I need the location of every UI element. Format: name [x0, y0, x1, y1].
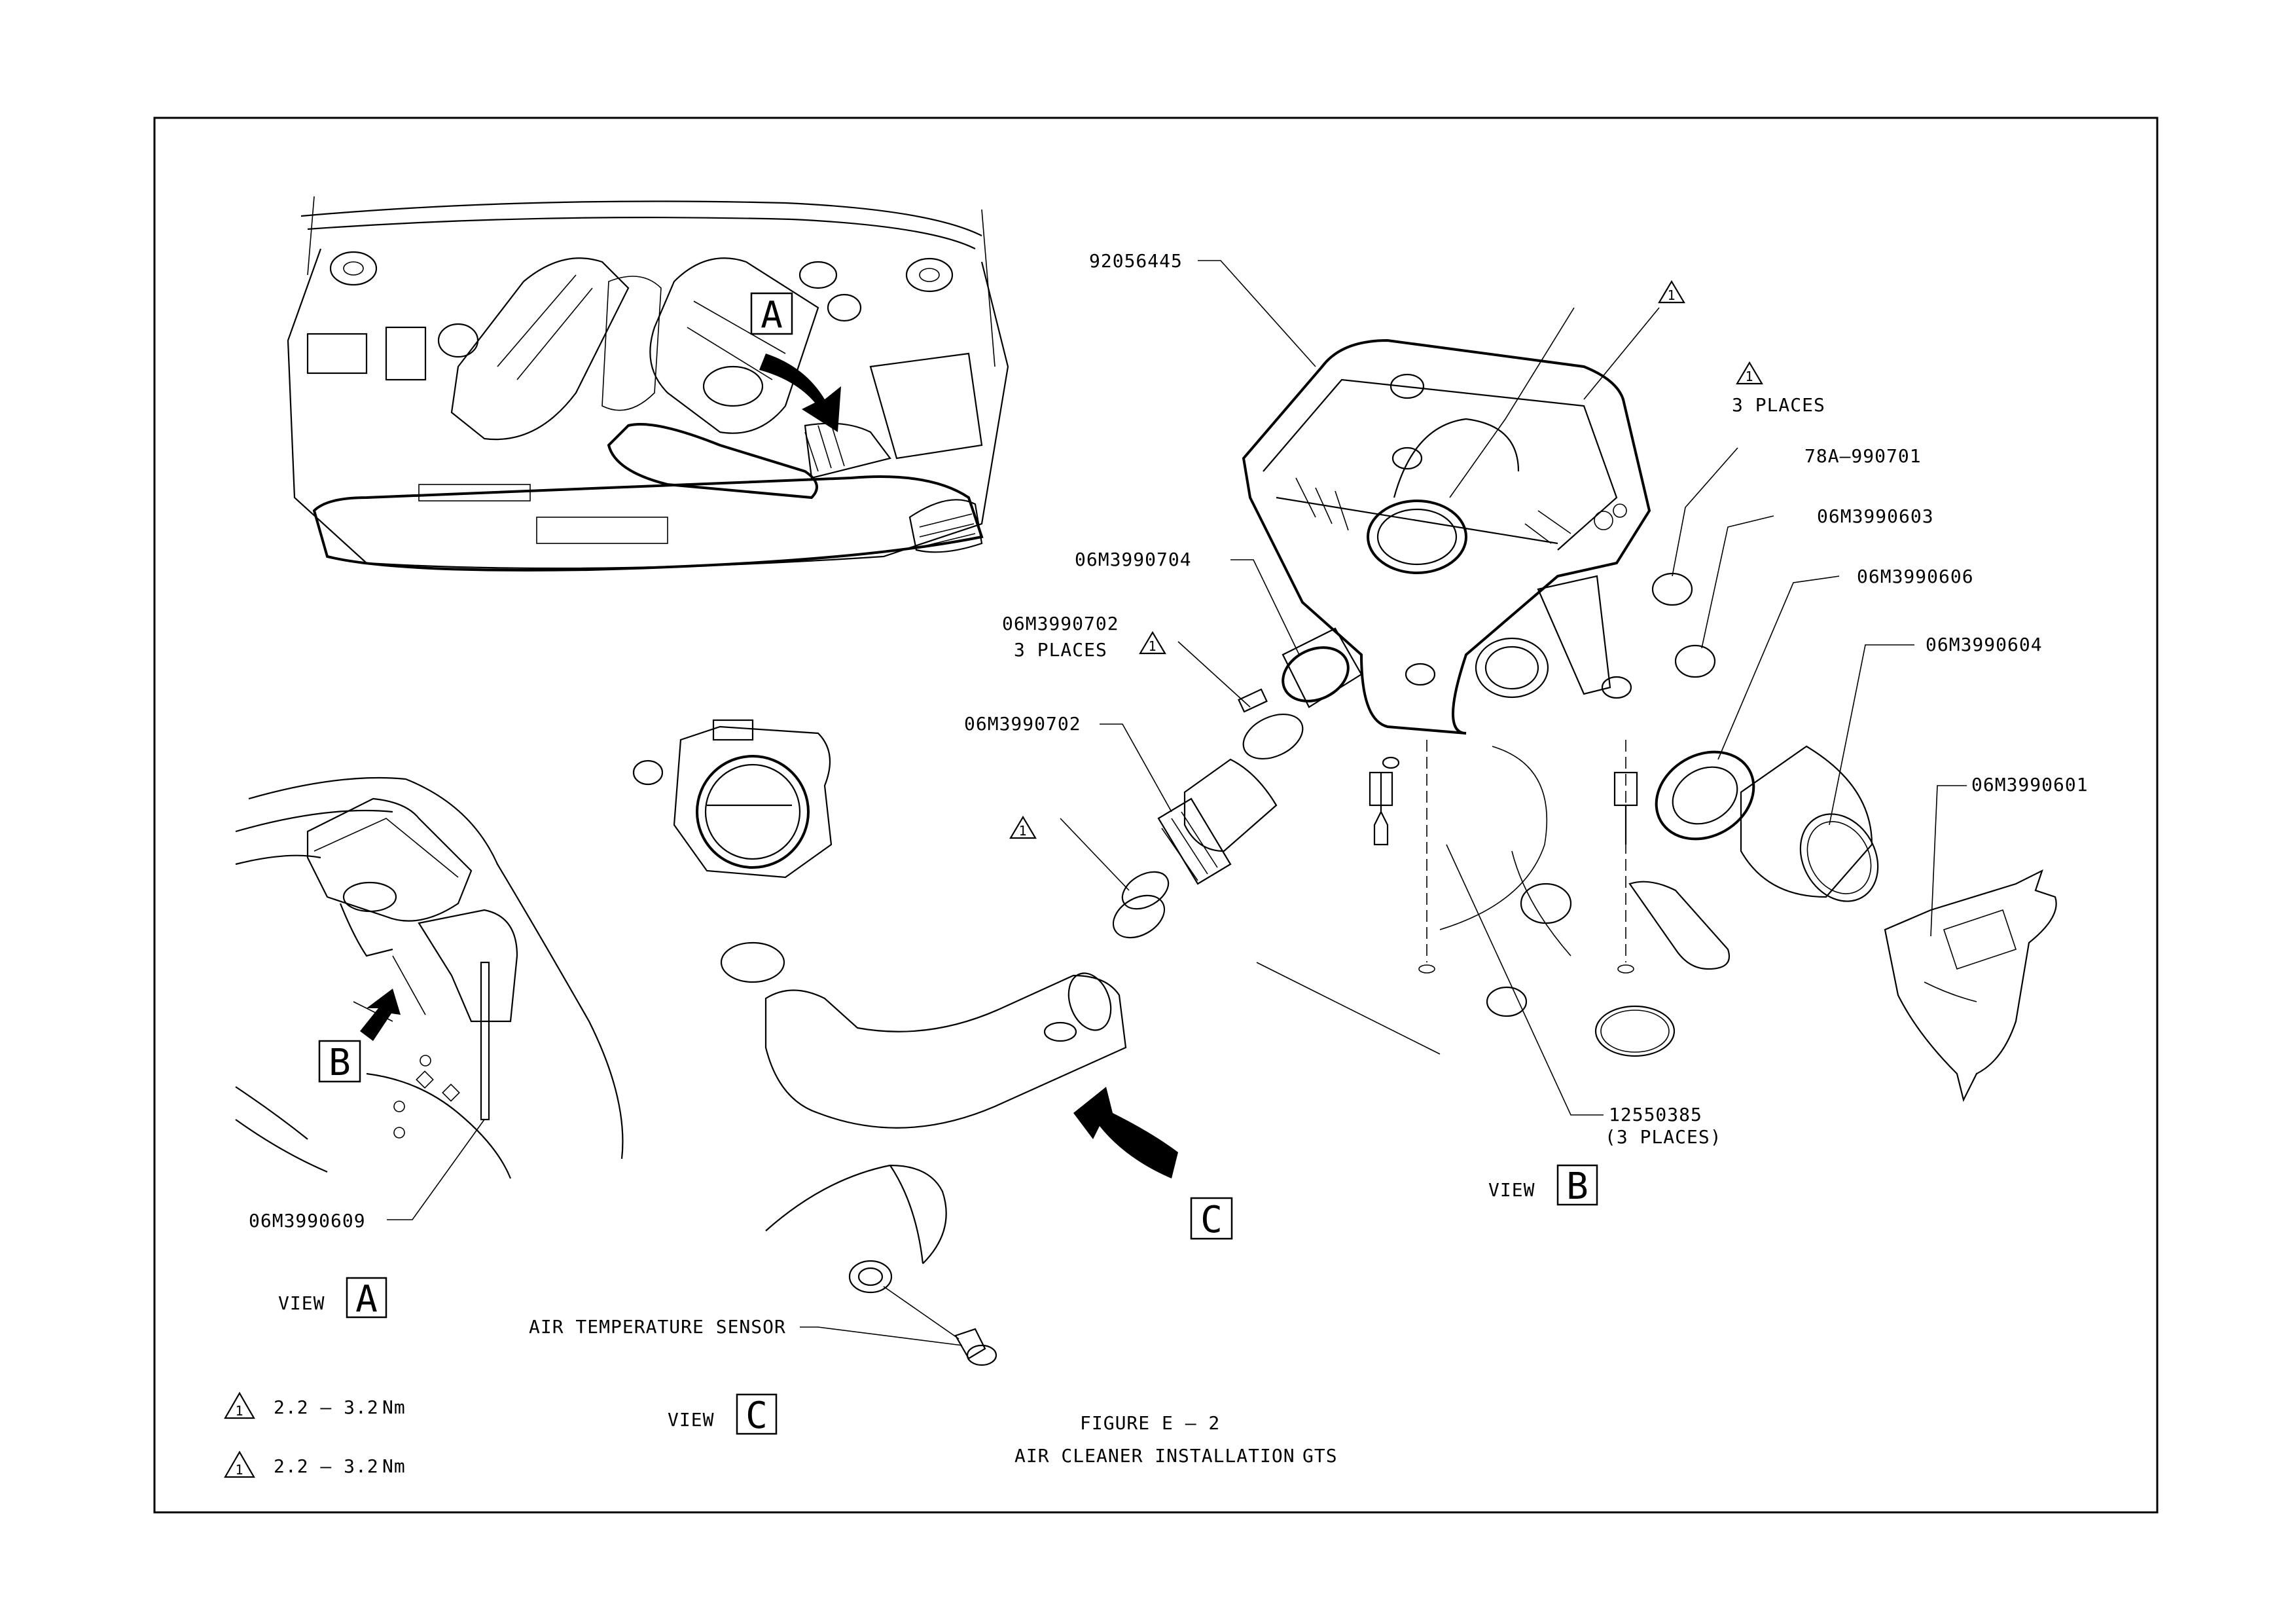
- torque-triangle-top-number: 1: [1667, 287, 1676, 303]
- torque-triangle-lower-number: 1: [1018, 823, 1027, 839]
- bolt-illustration: [1370, 740, 1637, 973]
- view-a-label: VIEW: [278, 1292, 325, 1314]
- seal-ring-illustration: [1640, 735, 1769, 856]
- view-b-fender-illustration: [236, 778, 622, 1178]
- plug-1-part-number: 78A–990701: [1804, 445, 1922, 467]
- bellows-illustration: [1106, 759, 1276, 946]
- bolt-places-note: (3 PLACES): [1605, 1126, 1722, 1148]
- drawing-border: [154, 118, 2157, 1512]
- figure-title: AIR CLEANER INSTALLATION: [1014, 1445, 1295, 1467]
- coupling-illustration: [1236, 629, 1361, 767]
- view-c-marker-letter: C: [1200, 1199, 1223, 1241]
- view-a-marker-letter: A: [761, 294, 783, 337]
- torque-note-2-unit: Nm: [382, 1455, 406, 1477]
- torque-triangle-clamp-number: 1: [1148, 638, 1157, 654]
- torque-note-2-value: 2.2 – 3.2: [274, 1455, 379, 1477]
- view-c-caption-letter: C: [745, 1395, 768, 1437]
- torque-note-2-symbol: 1: [235, 1462, 243, 1478]
- view-a-caption-letter: A: [355, 1278, 378, 1321]
- clamp-three-places-note: 3 PLACES: [1014, 639, 1107, 661]
- seal-part-number: 06M3990606: [1857, 566, 1974, 587]
- view-a-engine-bay-illustration: [288, 196, 1008, 570]
- air-cleaner-housing-illustration: [1244, 340, 1649, 733]
- sensor-label: AIR TEMPERATURE SENSOR: [529, 1316, 786, 1338]
- throttle-body-illustration: [634, 720, 831, 877]
- torque-note-1-symbol: 1: [235, 1403, 243, 1419]
- bolt-part-number: 12550385: [1609, 1104, 1702, 1125]
- view-b-caption-letter: B: [1566, 1165, 1588, 1208]
- snorkel-illustration: [1885, 871, 2056, 1100]
- torque-note-1-value: 2.2 – 3.2: [274, 1396, 379, 1418]
- view-b-label: VIEW: [1488, 1179, 1535, 1201]
- three-places-note: 3 PLACES: [1732, 394, 1825, 416]
- housing-part-number: 92056445: [1089, 250, 1183, 272]
- figure-variant: GTS: [1302, 1445, 1338, 1467]
- plug-illustration: [1653, 574, 1715, 677]
- bellows-part-number: 06M3990702: [964, 713, 1081, 735]
- plug-2-part-number: 06M3990603: [1817, 505, 1934, 527]
- view-c-label: VIEW: [668, 1409, 714, 1431]
- figure-number: FIGURE E – 2: [1080, 1412, 1220, 1434]
- clamp-part-number: 06M3990702: [1002, 613, 1119, 634]
- view-b-marker-letter: B: [329, 1042, 351, 1084]
- torque-triangle-places-number: 1: [1745, 369, 1753, 384]
- snorkel-part-number: 06M3990601: [1971, 774, 2089, 795]
- view-c-direction-arrow: [1073, 1087, 1178, 1178]
- intake-elbow-illustration: [721, 943, 1126, 1128]
- bracket-part-number: 06M3990609: [249, 1210, 366, 1231]
- duct-tube-illustration: [1741, 746, 1893, 915]
- duct-tube-part-number: 06M3990604: [1926, 634, 2043, 655]
- torque-note-1-unit: Nm: [382, 1396, 406, 1418]
- leader-lines: [387, 261, 1967, 1345]
- coupling-part-number: 06M3990704: [1075, 549, 1192, 570]
